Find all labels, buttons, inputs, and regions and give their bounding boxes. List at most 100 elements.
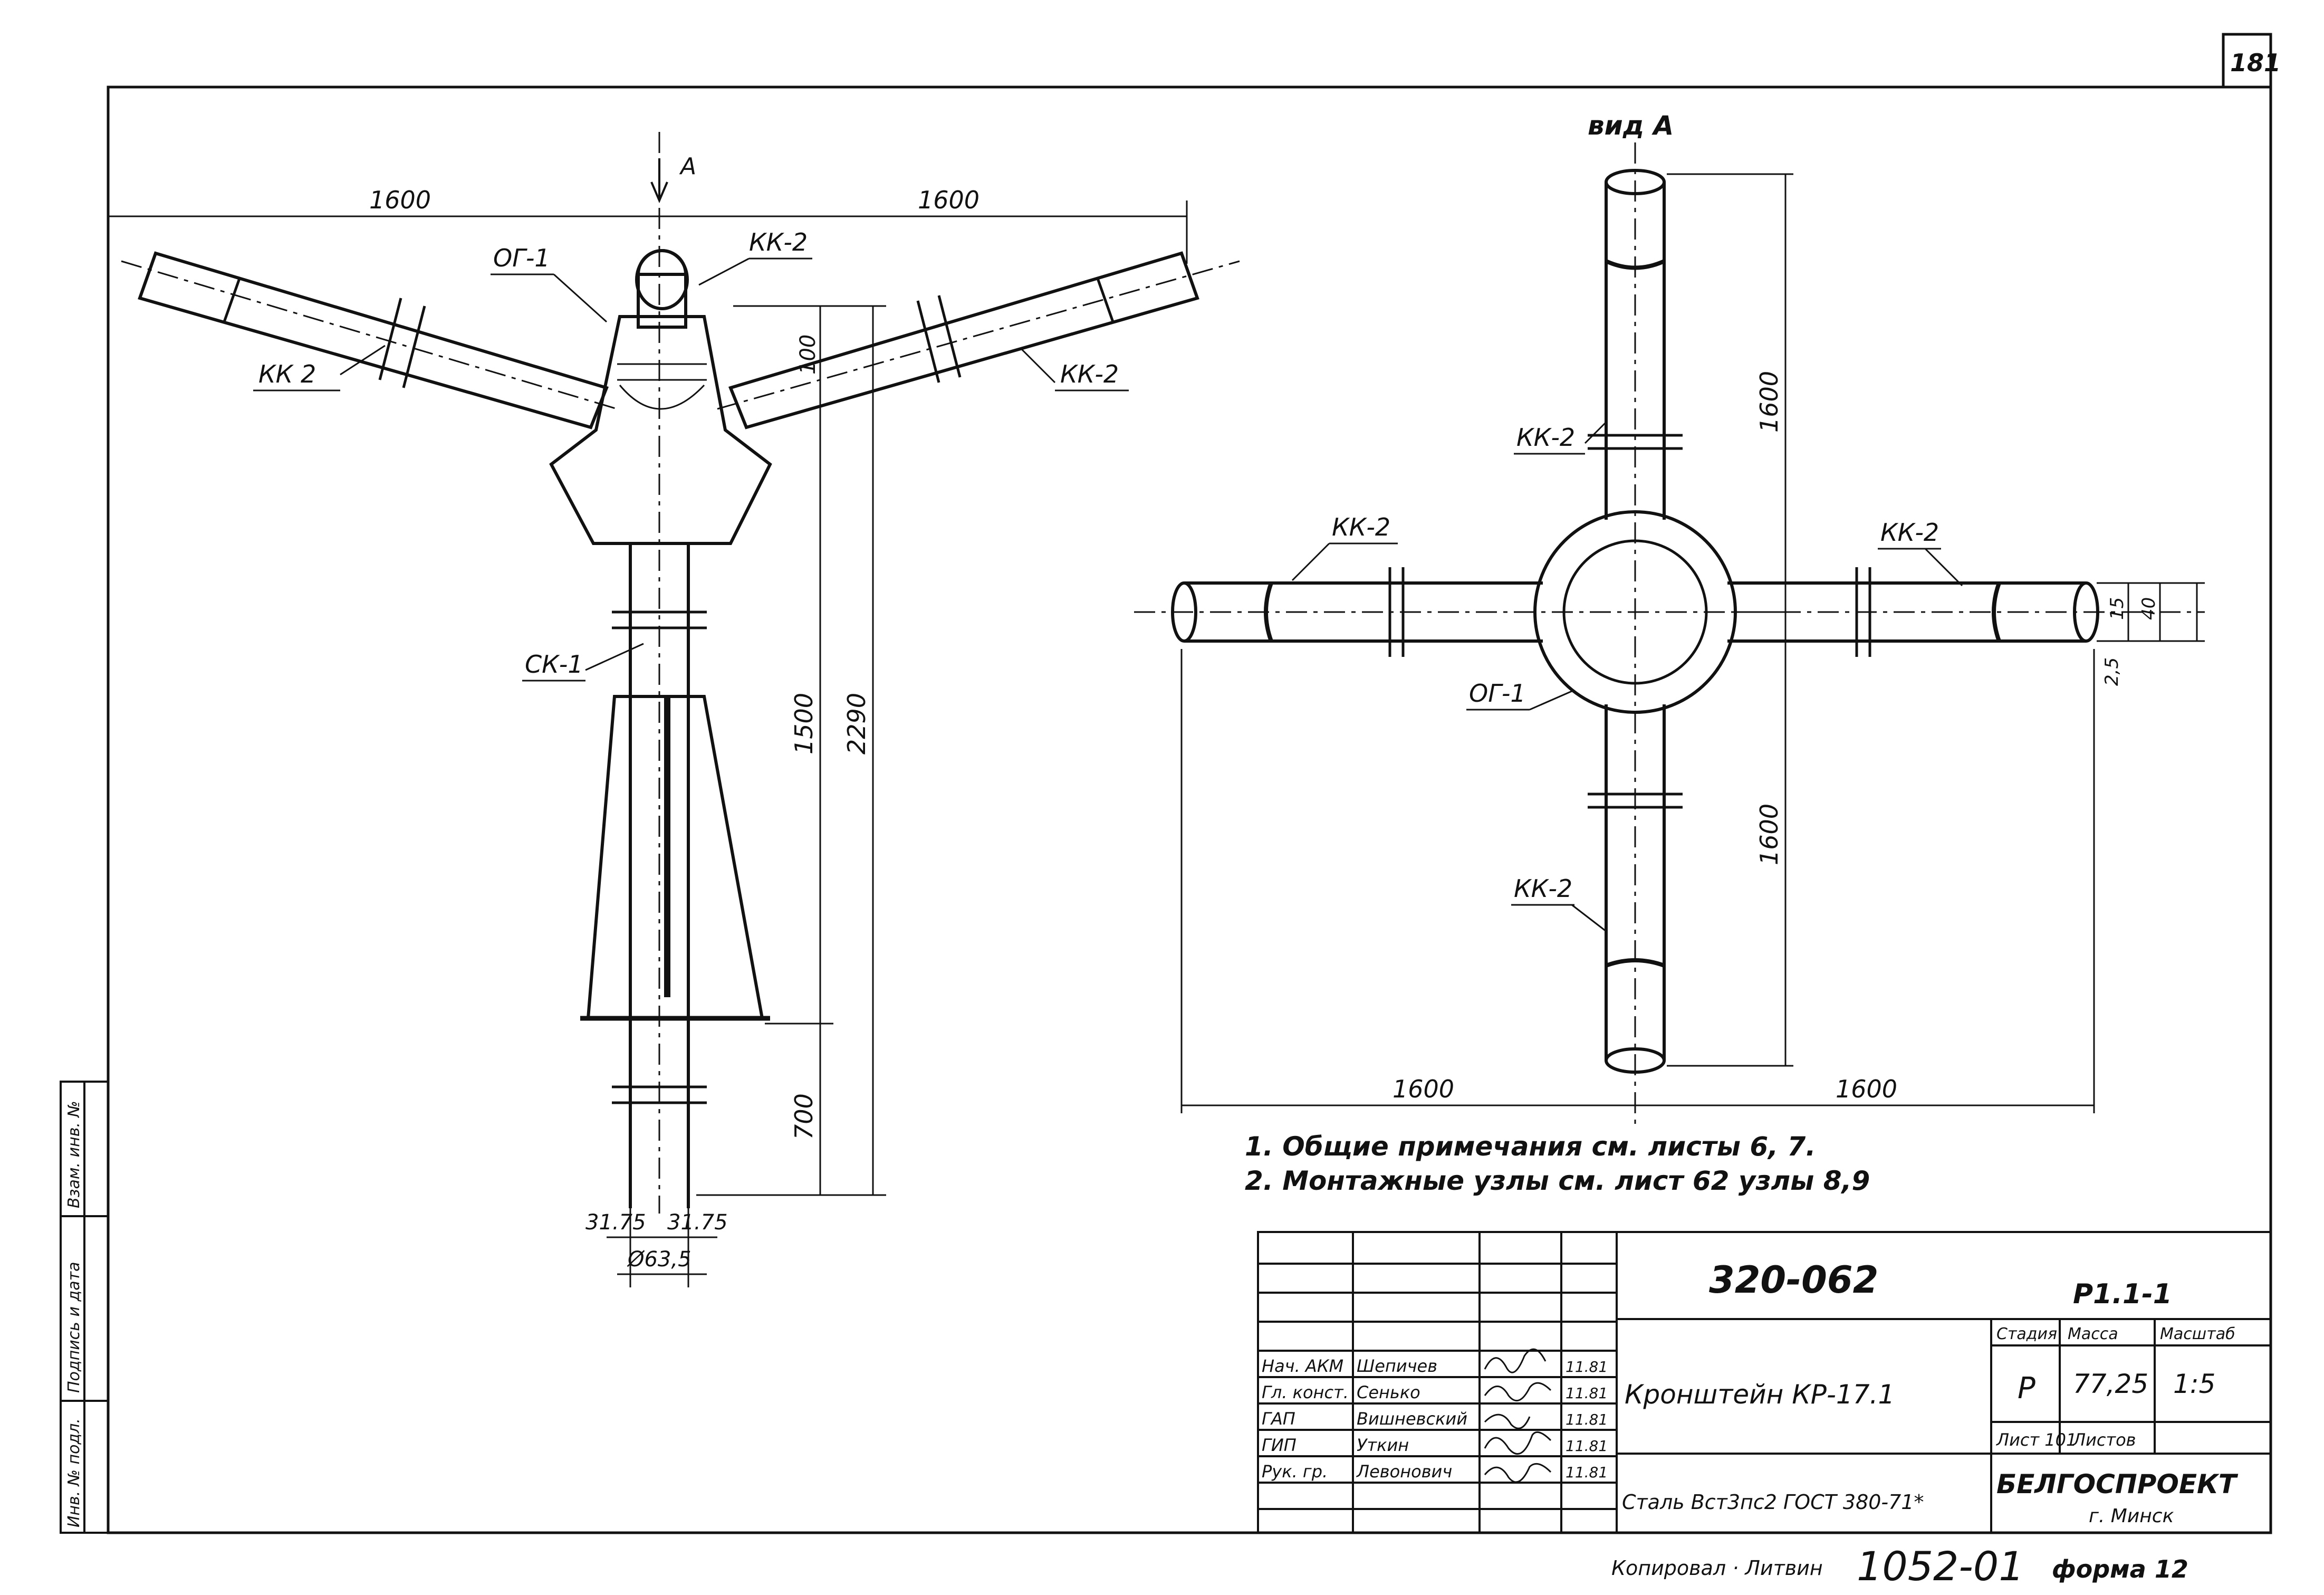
side-stamp-cell-2: Подпись и дата bbox=[65, 1262, 83, 1393]
plan-leader-kk2-top bbox=[1584, 421, 1607, 444]
title-block bbox=[1257, 1231, 2272, 1534]
title-block-frame bbox=[1257, 1231, 2272, 1534]
label-kk2-left-side: КК 2 bbox=[258, 360, 316, 388]
sheet-frame bbox=[107, 85, 2272, 1534]
sig-date-2: 11.81 bbox=[1566, 1384, 1608, 1402]
col-mass-header: Масса bbox=[2068, 1325, 2118, 1343]
leader-kk2-left bbox=[340, 345, 386, 376]
dim-right-arm: 1600 bbox=[918, 186, 979, 214]
plan-right-arm-end bbox=[2073, 581, 2099, 643]
plan-view bbox=[1134, 142, 2205, 1124]
top-cap-body bbox=[637, 273, 687, 329]
archive-number: 1052-01 bbox=[1857, 1543, 2024, 1590]
plan-left-arm-end bbox=[1171, 581, 1197, 643]
sig-role-3: ГАП bbox=[1262, 1409, 1295, 1429]
central-hub bbox=[549, 315, 772, 545]
side-stamp-cell-1: Взам. инв. № bbox=[65, 1101, 83, 1208]
dim-offset: 100 bbox=[796, 335, 820, 375]
dim-left-arm: 1600 bbox=[369, 186, 431, 214]
sheet-number-label: Лист 101 bbox=[1996, 1430, 2077, 1450]
leader-sk1 bbox=[585, 643, 644, 671]
left-arm-collar bbox=[223, 276, 242, 322]
sig-name-3: Вишневский bbox=[1357, 1409, 1467, 1429]
dim-diameter: Ø63,5 bbox=[627, 1247, 692, 1272]
dim-upper-post: 1500 bbox=[790, 693, 818, 754]
col-scale-header: Масштаб bbox=[2160, 1325, 2235, 1343]
copy-note: Копировал · Литвин bbox=[1611, 1556, 1823, 1580]
section-marker: А bbox=[679, 153, 696, 180]
product-title: Кронштейн КР-17.1 bbox=[1625, 1379, 1895, 1410]
side-view bbox=[108, 132, 1240, 1287]
label-kk2-right-side: КК-2 bbox=[1060, 360, 1119, 388]
signature-scribbles bbox=[1484, 1348, 1552, 1483]
organization-city: г. Минск bbox=[2089, 1505, 2174, 1527]
scribble-3 bbox=[1484, 1413, 1531, 1429]
stage-value: Р bbox=[2018, 1371, 2035, 1406]
page-corner-number: 181 bbox=[2230, 49, 2281, 77]
left-arm-axis bbox=[121, 260, 618, 410]
scale-value: 1:5 bbox=[2173, 1369, 2215, 1399]
plan-leader-og1 bbox=[1529, 690, 1572, 711]
sheet-code: Р1.1-1 bbox=[2073, 1278, 2172, 1310]
right-arm-axis bbox=[717, 260, 1240, 410]
plan-dim-right: 1600 bbox=[1836, 1075, 1897, 1103]
right-arm bbox=[728, 251, 1199, 429]
col-stage-header: Стадия bbox=[1996, 1325, 2057, 1343]
view-label: вид А bbox=[1588, 110, 1674, 141]
sig-role-1: Нач. АКМ bbox=[1262, 1356, 1343, 1376]
plan-label-og1: ОГ-1 bbox=[1469, 679, 1526, 708]
sig-name-2: Сенько bbox=[1357, 1382, 1420, 1402]
right-arm-collar bbox=[1096, 276, 1115, 322]
plan-dim-left: 1600 bbox=[1393, 1075, 1454, 1103]
sheets-count-label: Листов bbox=[2072, 1430, 2136, 1450]
plan-leader-kk2-left bbox=[1291, 542, 1330, 581]
plan-bottom-arm-collar bbox=[1605, 958, 1665, 968]
plan-dim-end-b-label: 40 bbox=[2138, 597, 2159, 620]
page-corner-box bbox=[2222, 33, 2272, 89]
dim-total-height: 2290 bbox=[842, 693, 871, 754]
plan-label-kk2-left: КК-2 bbox=[1332, 513, 1390, 541]
left-arm-break-b bbox=[402, 305, 426, 388]
plan-dim-end-c-label: 2,5 bbox=[2101, 657, 2123, 686]
right-arm-break-a bbox=[916, 300, 940, 383]
top-cap-end bbox=[635, 249, 689, 310]
label-kk2-top-side: КК-2 bbox=[749, 228, 808, 256]
sig-date-4: 11.81 bbox=[1566, 1437, 1608, 1455]
mass-value: 77,25 bbox=[2073, 1369, 2148, 1399]
sig-date-5: 11.81 bbox=[1566, 1464, 1608, 1481]
plan-dim-end-a-label: 15 bbox=[2107, 597, 2128, 620]
leader-kk2-right bbox=[1020, 347, 1056, 384]
sig-role-2: Гл. конст. bbox=[1262, 1382, 1349, 1402]
note-2: 2. Монтажные узлы см. лист 62 узлы 8,9 bbox=[1245, 1166, 1870, 1196]
scribble-1 bbox=[1484, 1348, 1547, 1373]
signature-rows: Нач. АКМ Шепичев 11.81 Гл. конст. Сенько… bbox=[1262, 1356, 1608, 1482]
dim-half-left: 31.75 bbox=[585, 1210, 646, 1235]
scribble-5 bbox=[1484, 1463, 1552, 1483]
plan-label-kk2-right: КК-2 bbox=[1880, 518, 1939, 547]
plan-top-arm-end bbox=[1605, 169, 1666, 195]
side-stamp bbox=[60, 1081, 109, 1534]
plan-dim-bottom: 1600 bbox=[1755, 804, 1783, 865]
note-1: 1. Общие примечания см. листы 6, 7. bbox=[1245, 1131, 1816, 1162]
sig-name-5: Левонович bbox=[1356, 1462, 1452, 1482]
left-arm bbox=[138, 251, 609, 429]
sig-role-4: ГИП bbox=[1262, 1435, 1297, 1455]
top-cap-dome bbox=[637, 249, 687, 275]
plan-top-arm-collar bbox=[1605, 259, 1665, 270]
sig-date-1: 11.81 bbox=[1566, 1358, 1608, 1376]
sig-date-3: 11.81 bbox=[1566, 1411, 1608, 1428]
plan-left-arm-collar bbox=[1264, 582, 1273, 642]
leader-og1 bbox=[553, 273, 608, 323]
plan-label-kk2-bottom: КК-2 bbox=[1514, 874, 1572, 903]
scribble-2 bbox=[1484, 1382, 1552, 1401]
material-spec: Сталь Вст3пс2 ГОСТ 380-71* bbox=[1622, 1491, 1924, 1514]
leader-kk2-top bbox=[698, 257, 750, 286]
plan-leader-kk2-bottom bbox=[1571, 904, 1607, 932]
plan-label-kk2-top: КК-2 bbox=[1516, 423, 1575, 452]
section-arrow-head bbox=[650, 182, 668, 204]
side-stamp-cell-3: Инв. № подл. bbox=[65, 1418, 83, 1527]
left-arm-break-a bbox=[378, 298, 402, 380]
dim-lower-post: 700 bbox=[790, 1093, 818, 1140]
label-og1-side: ОГ-1 bbox=[493, 244, 550, 272]
